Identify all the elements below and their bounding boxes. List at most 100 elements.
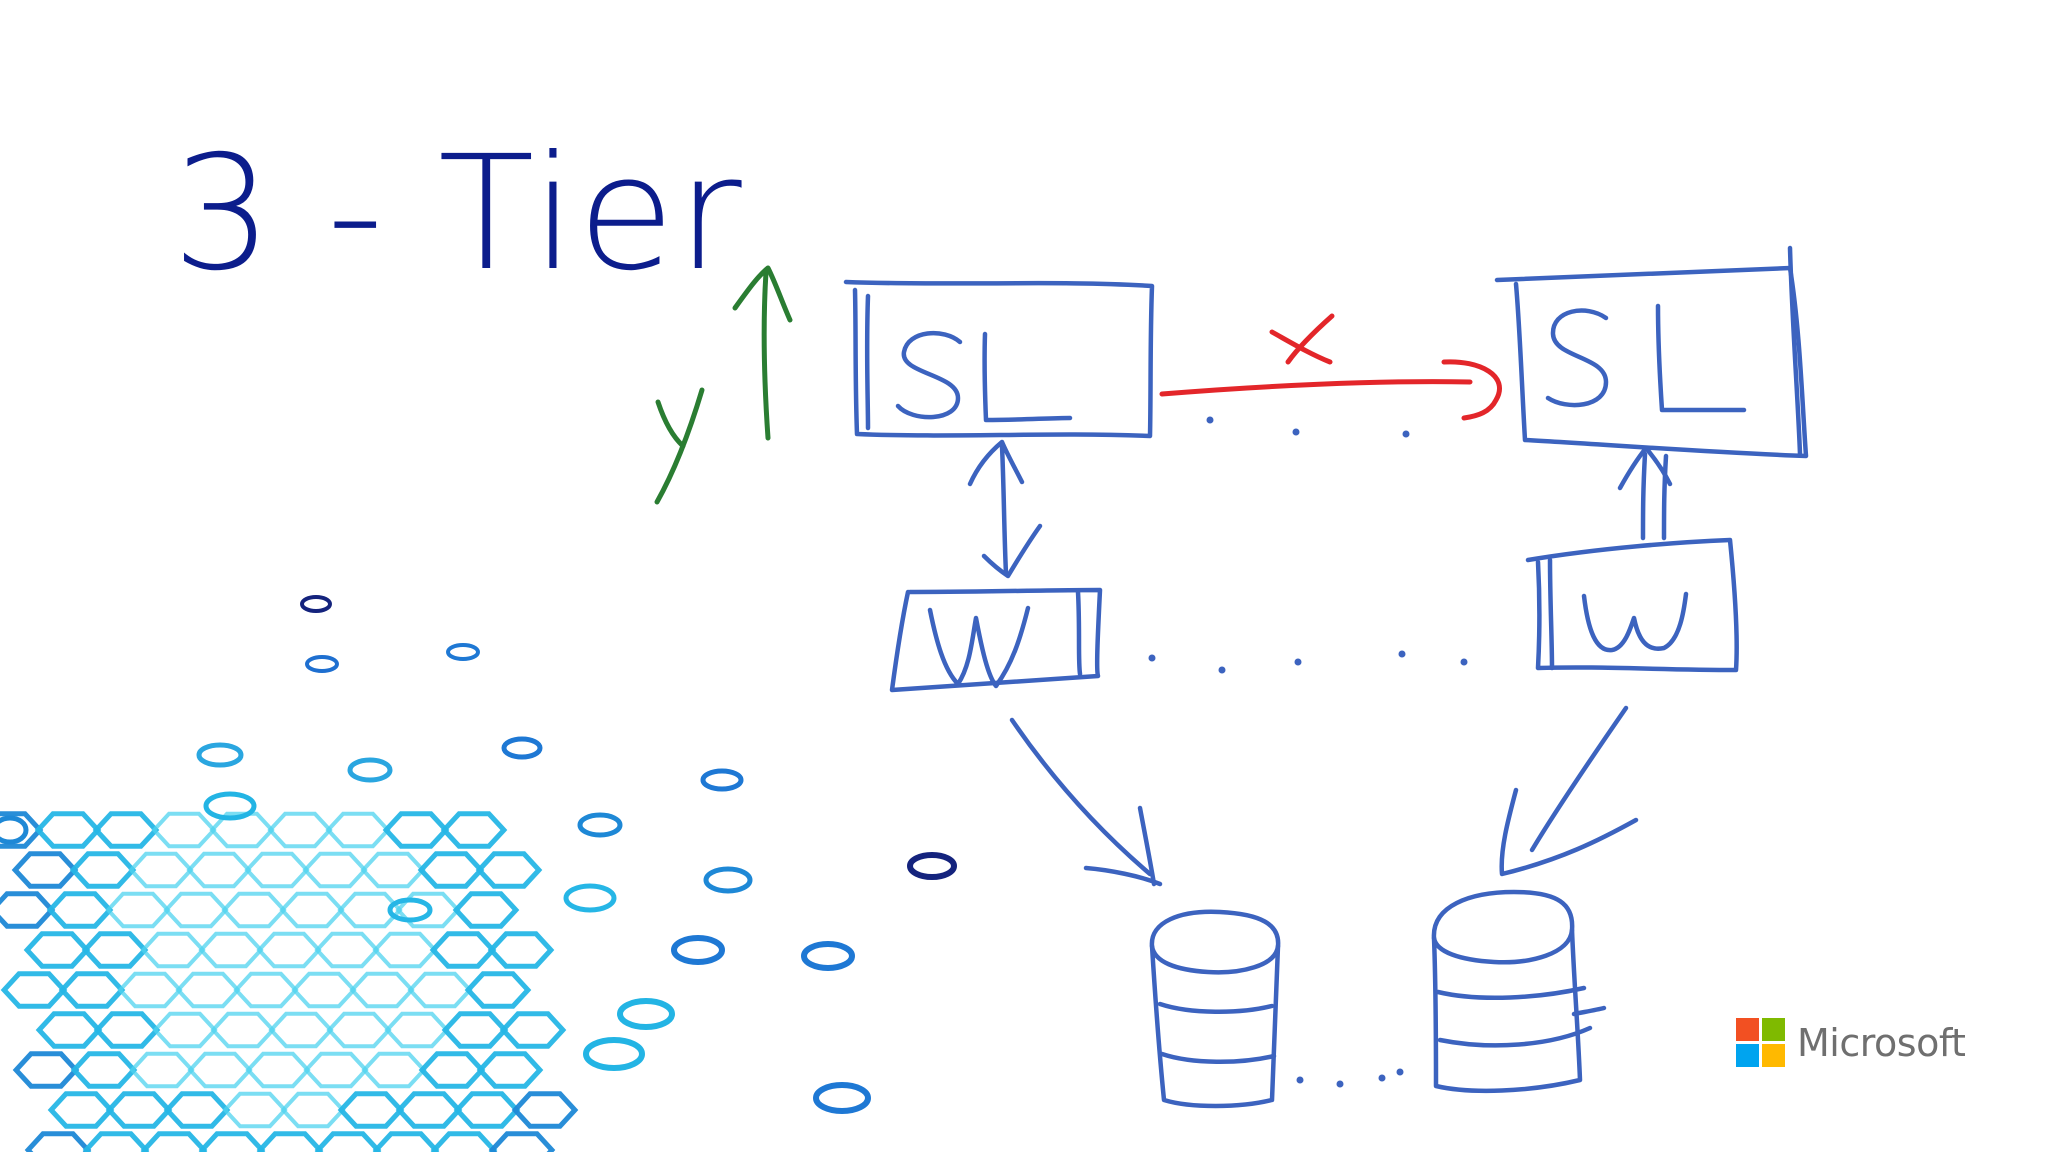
logo-square-green [1762, 1018, 1785, 1041]
decorative-hexagon [429, 931, 497, 969]
decorative-hexagon [151, 811, 217, 849]
decorative-hexagon [372, 931, 438, 969]
decorative-hexagon [58, 971, 126, 1009]
decorative-ring [563, 883, 617, 913]
decorative-hexagon [233, 971, 299, 1009]
decorative-hexagon [326, 1011, 392, 1049]
decorative-hexagon [382, 811, 450, 849]
decorative-hexagon [475, 851, 543, 889]
decorative-hexagon-pattern [0, 595, 957, 1152]
decorative-hexagon [175, 971, 241, 1009]
decorative-ring [671, 935, 725, 965]
logo-square-red [1736, 1018, 1759, 1041]
decorative-hexagon [140, 931, 206, 969]
decorative-ring [703, 866, 753, 894]
decorative-hexagon [349, 971, 415, 1009]
decorative-hexagon [152, 1011, 218, 1049]
decorative-hexagon [325, 811, 391, 849]
arrow-worker-right-to-database-right [1499, 705, 1639, 877]
decorative-ring [0, 815, 29, 845]
decorative-ring [907, 852, 957, 880]
decorative-ring [617, 998, 675, 1030]
decorative-hexagon [440, 811, 508, 849]
decorative-hexagon [244, 851, 310, 889]
decorative-hexagon [186, 851, 252, 889]
decorative-hexagon [417, 851, 485, 889]
decorative-hexagon [337, 891, 403, 929]
decorative-hexagon [82, 1131, 150, 1152]
decorative-hexagon [337, 1091, 405, 1129]
decorative-hexagon [35, 1011, 103, 1049]
decorative-hexagon [267, 811, 333, 849]
database-left-icon [1149, 909, 1281, 1109]
decorative-hexagon [488, 1131, 556, 1152]
decorative-hexagon [187, 1051, 253, 1089]
decorative-hexagon [430, 1131, 498, 1152]
decorative-hexagon [407, 971, 473, 1009]
decorative-hexagon [163, 1091, 231, 1129]
worker-left-box [889, 587, 1103, 693]
y-axis-arrow [732, 265, 793, 441]
worker-right-label-glyph [1581, 591, 1689, 653]
decorative-hexagon [511, 1091, 579, 1129]
decorative-hexagon [256, 931, 322, 969]
decorative-ring [300, 595, 332, 613]
arrow-server-right-to-worker-right [1617, 445, 1673, 541]
dotted-line-databases [1296, 1068, 1404, 1088]
decorative-hexagon [105, 1091, 173, 1129]
microsoft-squares-icon [1736, 1018, 1785, 1067]
slide-title: 3 - Tier [172, 122, 744, 306]
decorative-ring [801, 941, 855, 971]
decorative-hexagon [268, 1011, 334, 1049]
x-axis-arrow [1159, 359, 1502, 421]
decorative-hexagon [441, 1011, 509, 1049]
decorative-hexagon [140, 1131, 208, 1152]
decorative-ring [347, 757, 393, 783]
decorative-hexagon [453, 1091, 521, 1129]
decorative-hexagon [69, 851, 137, 889]
logo-square-blue [1736, 1044, 1759, 1067]
decorative-hexagon [256, 1131, 324, 1152]
decorative-ring [577, 812, 623, 838]
decorative-hexagon [395, 1091, 463, 1129]
decorative-hexagon [487, 931, 555, 969]
decorative-hexagon [302, 851, 368, 889]
database-right-icon [1431, 889, 1607, 1094]
decorative-hexagon [418, 1051, 486, 1089]
decorative-hexagon [47, 1091, 115, 1129]
decorative-hexagon [128, 851, 194, 889]
decorative-hexagon [464, 971, 532, 1009]
decorative-hexagon [92, 811, 160, 849]
microsoft-wordmark: Microsoft [1797, 1020, 1966, 1065]
decorative-hexagon [163, 891, 229, 929]
decorative-hexagon [452, 891, 520, 929]
decorative-ring [203, 791, 257, 821]
decorative-hexagon [210, 1011, 276, 1049]
microsoft-logo: Microsoft [1736, 1018, 1966, 1067]
decorative-hexagon [279, 891, 345, 929]
decorative-hexagon [222, 1091, 288, 1129]
decorative-ring [446, 643, 480, 661]
decorative-hexagon [34, 811, 102, 849]
x-axis-letter-glyph [1269, 313, 1335, 365]
decorative-hexagon [476, 1051, 544, 1089]
decorative-hexagon [280, 1091, 346, 1129]
dotted-line-workers [1148, 650, 1468, 674]
arrow-worker-left-to-database-left [1009, 717, 1163, 887]
decorative-hexagon [303, 1051, 369, 1089]
server-left-label-glyph [895, 330, 1073, 423]
decorative-hexagon [81, 931, 149, 969]
decorative-hexagon [245, 1051, 311, 1089]
server-right-label-glyph [1545, 303, 1747, 413]
decorative-hexagon [221, 891, 287, 929]
decorative-hexagon [372, 1131, 440, 1152]
decorative-hexagon [0, 971, 68, 1009]
decorative-hexagon [0, 891, 56, 929]
decorative-hexagon [291, 971, 357, 1009]
decorative-hexagon [46, 891, 114, 929]
decorative-hexagon [117, 971, 183, 1009]
decorative-hexagon [105, 891, 171, 929]
decorative-hexagon [361, 1051, 427, 1089]
